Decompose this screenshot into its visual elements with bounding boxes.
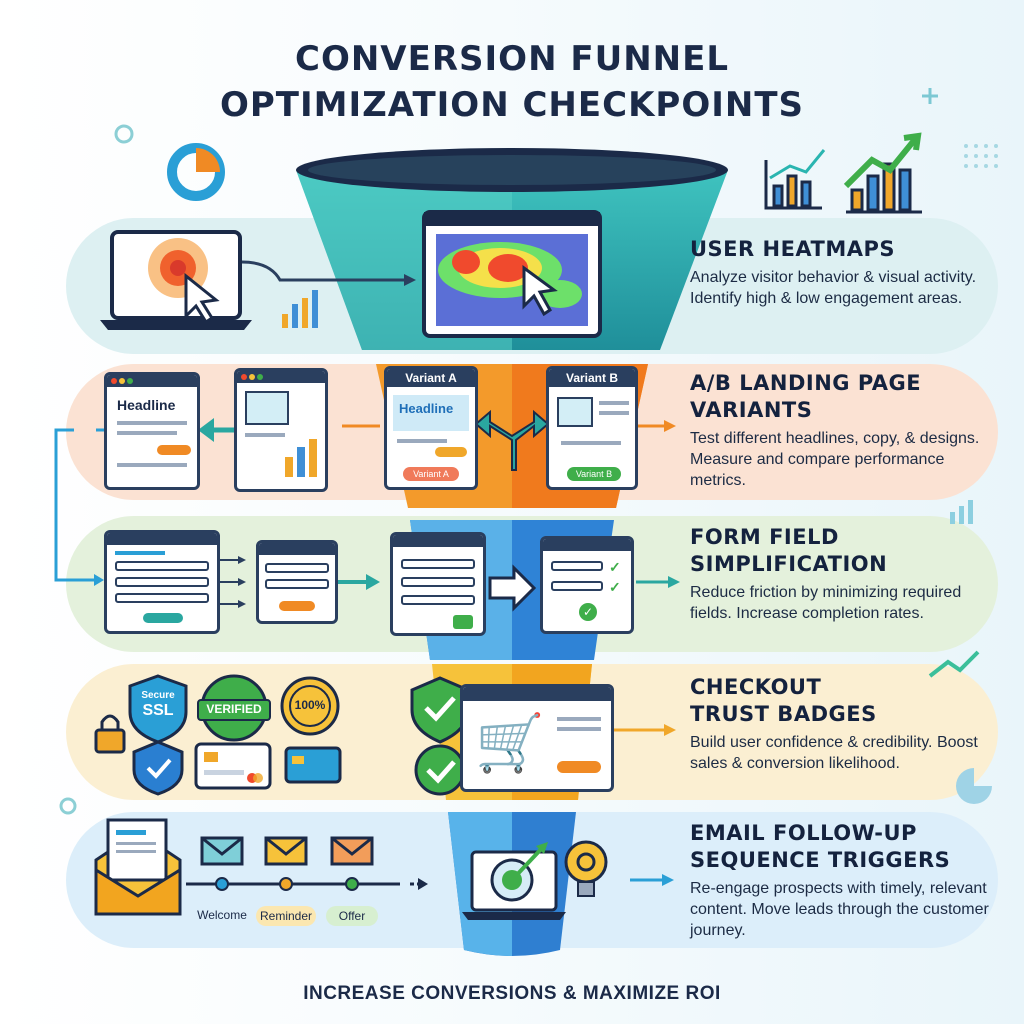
variant-b-window: Variant B Variant B bbox=[546, 366, 638, 490]
shopping-cart-icon: 🛒 bbox=[475, 711, 545, 774]
title-line-1: CONVERSION FUNNEL bbox=[295, 39, 729, 79]
medium-form-window bbox=[256, 540, 338, 624]
verified-badge-icon bbox=[197, 674, 271, 742]
ssl-label: SSL bbox=[142, 702, 174, 719]
stage-description: Test different headlines, copy, & design… bbox=[690, 430, 980, 489]
variant-a-window: Variant A Headline Variant A bbox=[384, 366, 478, 490]
completed-form-window: ✓ ✓ ✓ bbox=[540, 536, 634, 634]
variant-a-headline: Headline bbox=[399, 401, 454, 416]
variant-a-tag: Variant A bbox=[403, 467, 459, 481]
secure-label: Secure bbox=[141, 690, 175, 701]
footer-tagline: INCREASE CONVERSIONS & MAXIMIZE ROI bbox=[303, 983, 721, 1004]
headline-label: Headline bbox=[117, 397, 176, 413]
padlock-icon bbox=[94, 714, 126, 754]
landing-page-window: Headline bbox=[104, 372, 200, 490]
check-circle-icon bbox=[414, 744, 466, 796]
guarantee-label: 100% bbox=[294, 698, 326, 712]
lightbulb-gear-icon bbox=[564, 840, 608, 897]
image-page-window bbox=[234, 368, 328, 492]
stage-email-follow-up: EMAIL FOLLOW-UP SEQUENCE TRIGGERS Re-eng… bbox=[690, 820, 990, 941]
laptop-heatmap-icon bbox=[100, 230, 318, 330]
envelope-open-icon bbox=[94, 818, 182, 916]
title-line-2: OPTIMIZATION CHECKPOINTS bbox=[219, 85, 805, 125]
long-form-window bbox=[104, 530, 220, 634]
payment-card-icon bbox=[284, 746, 342, 784]
variant-b-tag: Variant B bbox=[567, 467, 621, 481]
split-arrows-icon bbox=[474, 409, 550, 471]
credit-card-icon bbox=[194, 742, 272, 790]
heatmap-window bbox=[422, 210, 602, 338]
variant-b-title: Variant B bbox=[565, 371, 619, 385]
short-form-window bbox=[390, 532, 486, 636]
checkout-window: 🛒 bbox=[460, 684, 614, 792]
stage-checkout-trust: CHECKOUT TRUST BADGES Build user confide… bbox=[690, 674, 990, 774]
stage-description: Reduce friction by minimizing required f… bbox=[690, 584, 962, 622]
laptop-target-icon bbox=[462, 842, 566, 920]
stage-heading: A/B LANDING PAGE VARIANTS bbox=[690, 371, 922, 422]
stage-description: Analyze visitor behavior & visual activi… bbox=[690, 269, 977, 307]
stage-description: Re-engage prospects with timely, relevan… bbox=[690, 880, 989, 939]
email-step-welcome: Welcome bbox=[197, 908, 247, 922]
email-step-reminder: Reminder bbox=[256, 906, 316, 926]
blue-shield-icon bbox=[132, 740, 184, 796]
shield-check-icon bbox=[410, 676, 470, 744]
email-step-offer: Offer bbox=[326, 906, 378, 926]
stage-ab-testing: A/B LANDING PAGE VARIANTS Test different… bbox=[690, 370, 990, 491]
page-title: CONVERSION FUNNEL OPTIMIZATION CHECKPOIN… bbox=[0, 36, 1024, 128]
guarantee-seal-icon bbox=[280, 676, 340, 736]
growth-chart-icon bbox=[764, 132, 922, 214]
pie-chart-icon bbox=[167, 143, 225, 201]
stage-heatmaps: USER HEATMAPS Analyze visitor behavior &… bbox=[690, 236, 990, 309]
verified-label: VERIFIED bbox=[206, 702, 262, 716]
variant-a-title: Variant A bbox=[405, 371, 457, 385]
stage-description: Build user confidence & credibility. Boo… bbox=[690, 734, 978, 772]
stage-heading: EMAIL FOLLOW-UP SEQUENCE TRIGGERS bbox=[690, 821, 951, 872]
stage-heading: USER HEATMAPS bbox=[690, 237, 896, 261]
stage-heading: CHECKOUT TRUST BADGES bbox=[690, 675, 877, 726]
stage-form-simplification: FORM FIELD SIMPLIFICATION Reduce frictio… bbox=[690, 524, 990, 624]
stage-heading: FORM FIELD SIMPLIFICATION bbox=[690, 525, 888, 576]
